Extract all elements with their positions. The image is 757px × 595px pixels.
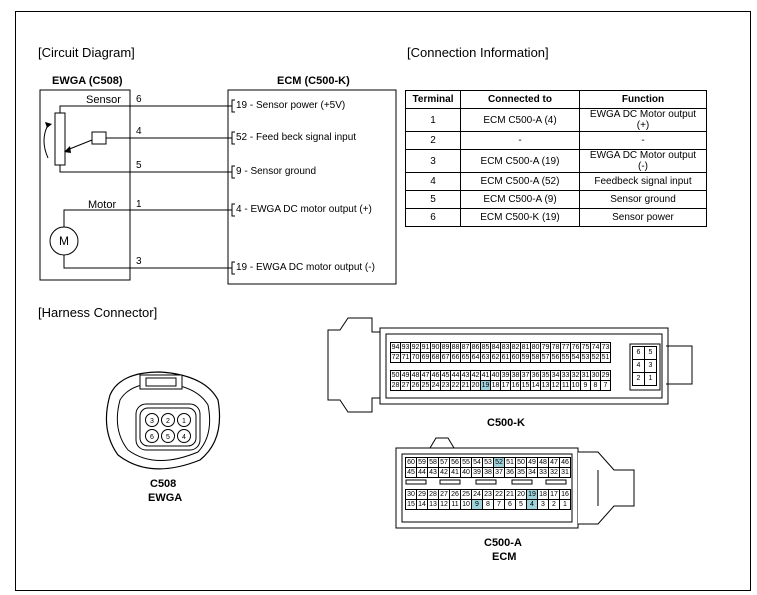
sensor-label: Sensor: [86, 94, 121, 106]
circuit-diagram-title: [Circuit Diagram]: [38, 45, 135, 60]
cell-function: -: [579, 131, 707, 150]
connector-pin: 5: [644, 346, 657, 360]
c500k-name: C500-K: [487, 417, 525, 429]
cell-function: Sensor ground: [579, 190, 707, 209]
cell-terminal: 3: [405, 149, 461, 173]
cell-function: Sensor power: [579, 208, 707, 227]
connector-pin: 3: [644, 359, 657, 373]
connector-pin: 7: [600, 380, 611, 391]
ewga-title: EWGA (C508): [52, 75, 123, 87]
header-function: Function: [579, 90, 707, 109]
ecm-signal-motor-minus: 19 - EWGA DC motor output (-): [236, 262, 375, 273]
ecm-signal-sensor-ground: 9 - Sensor ground: [236, 166, 317, 177]
cell-connected: ECM C500-A (52): [460, 172, 580, 191]
cell-function: EWGA DC Motor output (+): [579, 108, 707, 132]
connector-pin: 1: [644, 372, 657, 386]
cell-function: Feedbeck signal input: [579, 172, 707, 191]
ewga-pin-6: 6: [136, 94, 142, 105]
cell-function: EWGA DC Motor output (-): [579, 149, 707, 173]
cell-connected: -: [460, 131, 580, 150]
ecm-signal-feedback: 52 - Feed beck signal input: [236, 132, 357, 143]
c500a-name: C500-A: [484, 537, 522, 549]
ewga-pin-5: 5: [136, 160, 142, 171]
ewga-pin-1: 1: [136, 199, 142, 210]
diagram-frame: [15, 11, 751, 591]
ecm-title: ECM (C500-K): [277, 75, 350, 87]
connector-pin: 51: [600, 352, 611, 363]
cell-terminal: 2: [405, 131, 461, 150]
c500a-sub: ECM: [492, 551, 517, 563]
ecm-signal-motor-plus: 4 - EWGA DC motor output (+): [236, 204, 372, 215]
motor-symbol: M: [59, 234, 69, 248]
connector-pin: 1: [559, 499, 571, 510]
header-terminal: Terminal: [405, 90, 461, 109]
ecm-signal-sensor-power: 19 - Sensor power (+5V): [236, 100, 346, 111]
c508-name: C508: [150, 478, 177, 490]
header-connected-to: Connected to: [460, 90, 580, 109]
c508-sub: EWGA: [148, 492, 183, 504]
table-row: 2--: [405, 131, 707, 150]
table-header-row: Terminal Connected to Function: [405, 90, 707, 109]
cell-connected: ECM C500-A (9): [460, 190, 580, 209]
ewga-pin-3: 3: [136, 256, 142, 267]
cell-terminal: 5: [405, 190, 461, 209]
cell-terminal: 4: [405, 172, 461, 191]
cell-connected: ECM C500-A (19): [460, 149, 580, 173]
cell-connected: ECM C500-A (4): [460, 108, 580, 132]
motor-label: Motor: [88, 199, 117, 211]
ewga-pin-4: 4: [136, 126, 142, 137]
connector-pin: 31: [559, 467, 571, 478]
cell-connected: ECM C500-K (19): [460, 208, 580, 227]
cell-terminal: 6: [405, 208, 461, 227]
connection-info-title: [Connection Information]: [407, 45, 549, 60]
harness-connector-title: [Harness Connector]: [38, 305, 158, 320]
cell-terminal: 1: [405, 108, 461, 132]
